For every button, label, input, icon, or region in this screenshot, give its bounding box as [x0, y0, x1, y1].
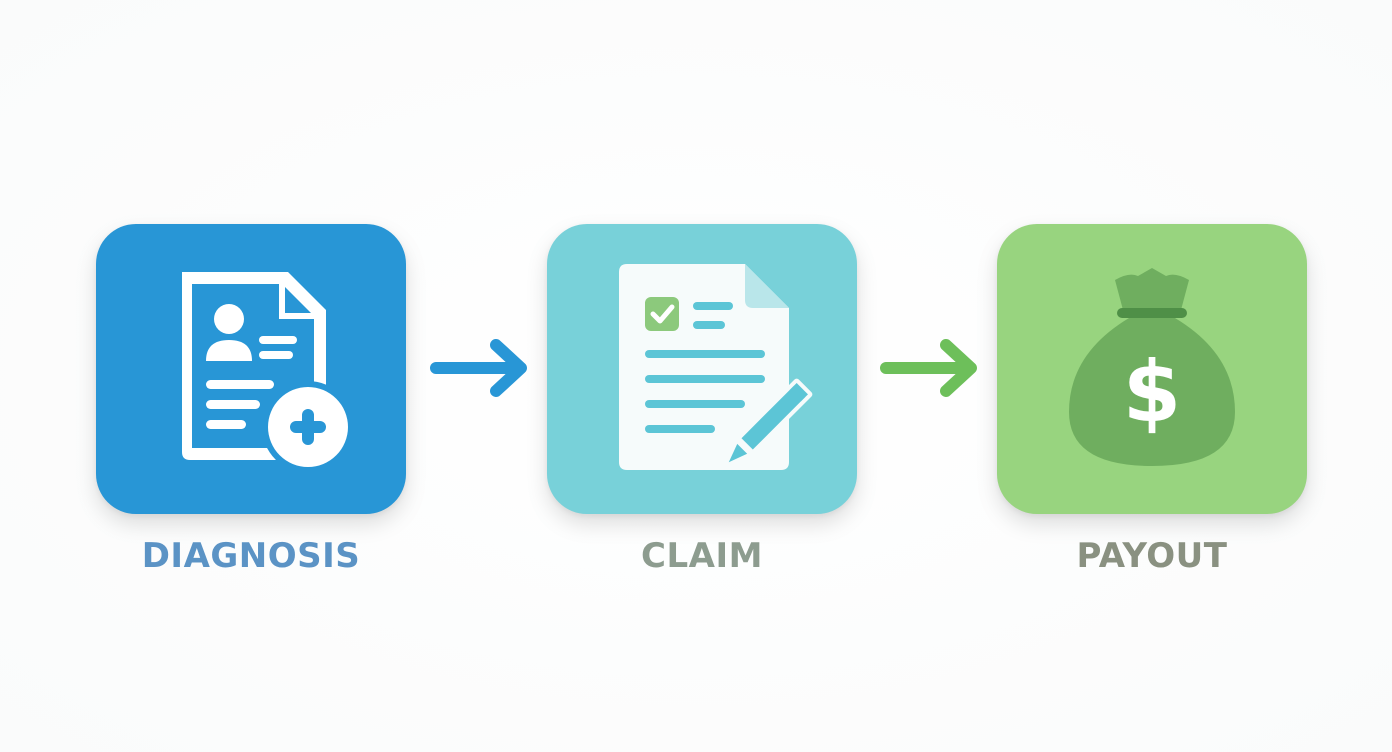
payout-tile: $ [997, 224, 1307, 514]
step-label-claim: CLAIM [641, 536, 763, 576]
medical-document-plus-icon [182, 272, 354, 473]
arrow-right-icon [880, 339, 977, 397]
step-claim [547, 224, 857, 514]
money-bag-dollar-icon: $ [1069, 268, 1235, 466]
diagnosis-tile [96, 224, 406, 514]
step-diagnosis [96, 224, 406, 514]
step-label-payout: PAYOUT [1076, 536, 1228, 576]
step-payout: $ [997, 224, 1307, 514]
arrow-right-icon [430, 339, 527, 397]
svg-text:$: $ [1123, 343, 1181, 441]
claim-form-pencil-icon [619, 264, 813, 470]
claim-tile [547, 224, 857, 514]
step-label-diagnosis: DIAGNOSIS [141, 536, 361, 576]
